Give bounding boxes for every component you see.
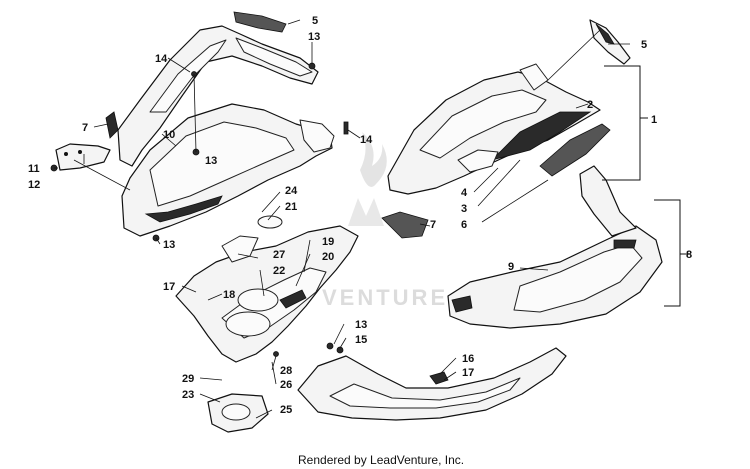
callout-24: 24	[285, 185, 298, 197]
callout-28: 28	[280, 365, 292, 377]
callout-13-lower: 13	[163, 239, 175, 251]
render-credit: Rendered by LeadVenture, Inc.	[298, 453, 464, 467]
callout-10: 10	[163, 129, 175, 141]
callout-16: 16	[462, 353, 474, 365]
hood-lower-shell[interactable]	[121, 103, 335, 237]
callout-13-bottom: 13	[355, 319, 367, 331]
callout-9: 9	[508, 261, 514, 273]
flame-logo-icon	[360, 132, 387, 187]
callout-14-left: 14	[155, 53, 168, 65]
vent-grille-5-right[interactable]	[589, 19, 631, 65]
vent-grille-7-right[interactable]	[381, 211, 429, 239]
callout-17-right: 17	[462, 367, 474, 379]
callout-7-left: 7	[82, 122, 88, 134]
vent-grille-right[interactable]	[539, 123, 611, 177]
bracket-1	[602, 65, 648, 181]
callout-27: 27	[273, 249, 285, 261]
callout-19: 19	[322, 236, 334, 248]
hood-upper-panel[interactable]	[117, 25, 319, 167]
belly-pan-left[interactable]	[175, 225, 359, 363]
logo-mark-icon	[348, 198, 384, 226]
callout-labels: 1 2 3 4 5 5 6 7 7 8 9 10 11 12 13 13 13 …	[28, 15, 692, 416]
callout-13-mid: 13	[205, 155, 217, 167]
callout-5-left: 5	[312, 15, 318, 27]
leader-lines	[54, 19, 630, 419]
ring-21[interactable]	[257, 215, 283, 229]
callout-12: 12	[28, 179, 40, 191]
callout-29: 29	[182, 373, 194, 385]
callout-2: 2	[587, 99, 593, 111]
callout-17-left: 17	[163, 281, 175, 293]
lower-cover-23[interactable]	[207, 393, 269, 433]
callout-11: 11	[28, 163, 40, 175]
callout-7-right: 7	[430, 219, 436, 231]
callout-8: 8	[686, 249, 692, 261]
callout-14-right: 14	[360, 134, 373, 146]
callout-13-top: 13	[308, 31, 320, 43]
callout-20: 20	[322, 251, 334, 263]
watermark-text: VENTURE	[322, 285, 448, 310]
fasteners-bottom[interactable]	[273, 342, 344, 357]
callout-26: 26	[280, 379, 292, 391]
watermark: VENTURE	[322, 132, 448, 310]
bracket-8	[654, 199, 688, 307]
lower-front-panel[interactable]	[447, 165, 663, 329]
callout-15: 15	[355, 334, 367, 346]
callout-21: 21	[285, 201, 297, 213]
callout-23: 23	[182, 389, 194, 401]
side-bracket-12[interactable]	[55, 143, 111, 171]
callout-5-right: 5	[641, 39, 647, 51]
callout-4: 4	[461, 187, 468, 199]
side-panel-assembly[interactable]	[387, 63, 601, 195]
mount-plate-19[interactable]	[221, 235, 259, 263]
callout-3: 3	[461, 203, 467, 215]
vent-grille-top[interactable]	[233, 11, 287, 33]
lower-skid-panel[interactable]	[297, 347, 567, 421]
callout-25: 25	[280, 404, 292, 416]
callout-6: 6	[461, 219, 467, 231]
clip-7-left[interactable]	[105, 111, 119, 139]
callout-22: 22	[273, 265, 285, 277]
callout-1: 1	[651, 114, 657, 126]
callout-18: 18	[223, 289, 235, 301]
